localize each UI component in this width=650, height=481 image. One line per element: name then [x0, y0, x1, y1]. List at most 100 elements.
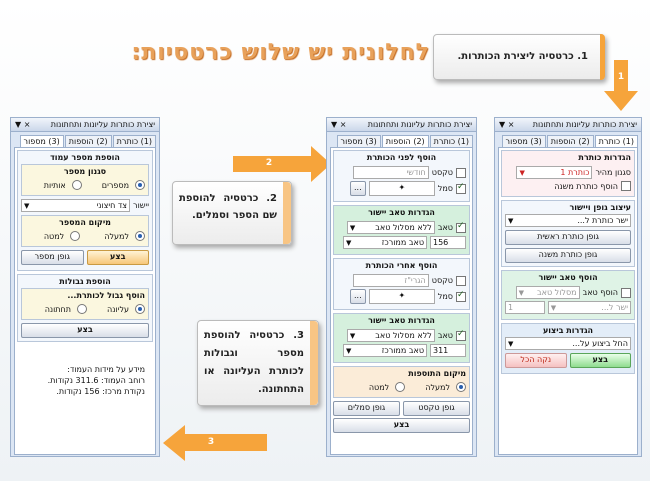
- position-down-label: למטה: [368, 382, 390, 392]
- arrow-2-shaft: [233, 156, 313, 172]
- after-symbol-checkbox[interactable]: [456, 290, 466, 302]
- page-info: מידע על מידות העמוד: רוחב העמוד: 311.6 נ…: [17, 364, 153, 397]
- after-tab-path-select[interactable]: ללא מסלול טאב▼: [346, 329, 435, 342]
- number-align-select[interactable]: צד חיצוני▼: [21, 199, 131, 212]
- exec-buttons-row: בצע נקה הכל: [505, 353, 631, 368]
- clear-all-button[interactable]: נקה הכל: [505, 353, 567, 368]
- arrow-1-head: [604, 91, 638, 111]
- numbers-radio[interactable]: [135, 180, 145, 190]
- after-text-checkbox[interactable]: [456, 275, 466, 286]
- chevron-down-icon: ▼: [508, 339, 514, 348]
- note-3: 3. כרטסיה להוספת מספר וגבולות לכותרת העל…: [197, 320, 319, 406]
- number-font-button[interactable]: גופן מספר: [21, 250, 84, 265]
- group-title: הוספת מספר עמוד: [50, 153, 120, 162]
- after-tab-group: הגדרות טאב יישור טאב ללא מסלול טאב▼ 311 …: [333, 313, 470, 363]
- number-align-row: יישור צד חיצוני▼: [21, 199, 149, 212]
- font-buttons-row: גופן טקסט גופן סמלים: [333, 401, 470, 416]
- before-tab-label: טאב: [437, 223, 453, 232]
- tab-additions[interactable]: (2) הוספות: [546, 135, 594, 147]
- before-symbol-input[interactable]: ✦: [368, 181, 435, 196]
- before-symbol-label: סמל: [437, 184, 453, 193]
- tab-numbering[interactable]: (3) מספור: [501, 135, 546, 147]
- arrow-3-shaft: [183, 434, 267, 451]
- symbol-font-button[interactable]: גופן סמלים: [333, 401, 400, 416]
- after-tab-position-input[interactable]: 311: [430, 344, 466, 357]
- border-bottom-radio[interactable]: [77, 304, 88, 314]
- tab-position-input[interactable]: 1: [505, 301, 545, 314]
- before-tab-center-select[interactable]: טאב ממורכז ▼: [343, 236, 427, 249]
- after-symbol-browse-button[interactable]: ...: [349, 289, 366, 304]
- before-tab-position-input[interactable]: 156: [430, 236, 466, 249]
- position-up-radio[interactable]: [456, 382, 466, 392]
- after-tab-label: טאב: [437, 331, 453, 340]
- letters-radio[interactable]: [71, 180, 82, 190]
- after-tab-center-select[interactable]: טאב ממורכז▼: [343, 344, 427, 357]
- tab-numbering[interactable]: (3) מספור: [19, 135, 64, 147]
- after-text-input[interactable]: הגרי"ז: [352, 274, 429, 287]
- sub-font-button[interactable]: גופן כותרת משנה: [505, 248, 631, 263]
- panel-controls[interactable]: ▼ ×: [15, 120, 31, 129]
- before-symbol-row: סמל ✦ ...: [337, 181, 466, 196]
- number-up-label: למעלה: [104, 231, 129, 241]
- before-tab-group: הגדרות טאב יישור טאב ללא מסלול טאב▼ 156 …: [333, 205, 470, 255]
- before-text-input[interactable]: חודשי: [352, 166, 429, 179]
- border-run-button[interactable]: בצע: [21, 323, 149, 338]
- quick-style-label: סגנון מהיר: [595, 168, 631, 177]
- number-down-radio[interactable]: [70, 231, 81, 241]
- run-button[interactable]: בצע: [333, 418, 470, 433]
- position-down-radio[interactable]: [395, 382, 406, 392]
- position-up-label: למעלה: [425, 382, 450, 392]
- panel-additions: יצירת כותרות עליונות ותחתונות ▼ × (1) כו…: [326, 117, 477, 457]
- before-tab-row: טאב ללא מסלול טאב▼: [337, 221, 466, 234]
- run-button[interactable]: בצע: [569, 353, 631, 368]
- group-title: הוספת גבולות: [59, 277, 111, 286]
- add-tab-group: הוסף טאב יישור הוסף טאב מסלול טאב▼ ישר ל…: [501, 270, 635, 320]
- panel-controls[interactable]: ▼ ×: [331, 120, 347, 129]
- number-up-radio[interactable]: [135, 231, 145, 241]
- tab-additions[interactable]: (2) הוספות: [64, 135, 112, 147]
- quick-style-row: סגנון מהיר כותרת 1▼: [505, 166, 631, 179]
- tab-headers[interactable]: (1) כותרת: [429, 135, 473, 147]
- after-symbol-input[interactable]: ✦: [368, 289, 435, 304]
- page-width: רוחב העמוד: 311.6 נקודות.: [47, 376, 145, 385]
- page-info-title: מידע על מידות העמוד:: [67, 365, 145, 374]
- subheader-checkbox[interactable]: [621, 181, 631, 191]
- tab-align-select[interactable]: ישר ל... ▼: [547, 301, 631, 314]
- tab-numbering[interactable]: (3) מספור: [336, 135, 381, 147]
- quick-style-select[interactable]: כותרת 1▼: [516, 166, 593, 179]
- before-symbol-browse-button[interactable]: ...: [349, 181, 366, 196]
- tab-align-value: ישר ל...: [601, 303, 628, 312]
- after-tab-center-value: טאב ממורכז: [381, 346, 424, 355]
- panel-controls[interactable]: ▼ ×: [499, 120, 515, 129]
- before-tab-checkbox[interactable]: [456, 221, 466, 233]
- tab-path-value: מסלול טאב: [536, 288, 577, 297]
- exec-scope-select[interactable]: החל ביצוע על...▼: [505, 337, 631, 350]
- group-title: הוסף טאב יישור: [538, 273, 598, 282]
- tab-headers[interactable]: (1) כותרת: [594, 135, 638, 147]
- quick-style-value: כותרת 1: [560, 168, 590, 177]
- chevron-down-icon: ▼: [346, 238, 352, 247]
- group-subtitle: מיקום המספר: [59, 218, 111, 227]
- tab-path-select[interactable]: מסלול טאב▼: [515, 286, 580, 299]
- before-tab-center-row: 156 טאב ממורכז ▼: [337, 236, 466, 249]
- text-font-button[interactable]: גופן טקסט: [403, 401, 470, 416]
- badge-3: 3: [207, 437, 215, 447]
- panel-body: הגדרות כותרת סגנון מהיר כותרת 1▼ הוסף כו…: [498, 147, 638, 455]
- chevron-down-icon: ▼: [550, 303, 557, 312]
- before-text-checkbox[interactable]: [456, 167, 466, 178]
- run-button[interactable]: בצע: [86, 250, 149, 265]
- border-bottom-label: תחתונה: [44, 304, 72, 314]
- before-tab-center-value: טאב ממורכז: [381, 238, 424, 247]
- tab-headers[interactable]: (1) כותרת: [112, 135, 156, 147]
- align-select[interactable]: ישר כותרת ל...▼: [505, 214, 631, 227]
- after-tab-checkbox[interactable]: [456, 329, 466, 341]
- tab-additions[interactable]: (2) הוספות: [381, 135, 429, 147]
- border-top-radio[interactable]: [135, 304, 145, 314]
- add-tab-checkbox[interactable]: [621, 287, 631, 298]
- main-font-button[interactable]: גופן כותרת ראשית: [505, 230, 631, 245]
- before-symbol-checkbox[interactable]: [456, 182, 466, 194]
- tab-align-row: ישר ל... ▼ 1: [505, 301, 631, 314]
- before-tab-path-select[interactable]: ללא מסלול טאב▼: [346, 221, 435, 234]
- before-text-row: טקסט חודשי: [337, 166, 466, 179]
- group-title: הגדרות כותרת: [578, 153, 631, 162]
